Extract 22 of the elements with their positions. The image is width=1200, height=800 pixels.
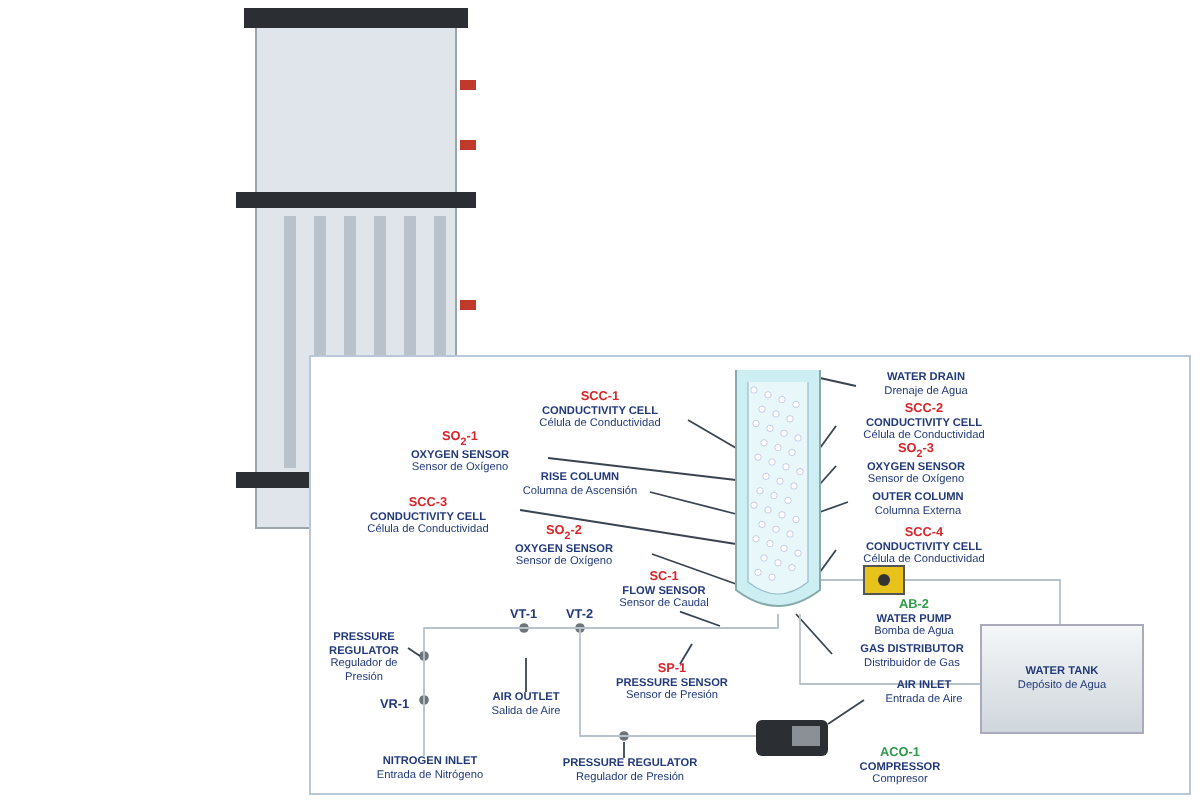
leader-line <box>623 741 625 759</box>
water-tank <box>980 624 1144 734</box>
leader-line <box>795 613 833 655</box>
leader-line <box>827 699 865 725</box>
leader-line <box>679 610 721 627</box>
leader-line <box>819 425 837 449</box>
leader-line <box>651 553 737 585</box>
leader-line <box>819 465 837 485</box>
leader-line <box>649 491 737 515</box>
leader-line <box>819 377 857 387</box>
pipe <box>819 579 865 581</box>
leader-line <box>819 549 837 573</box>
pipe <box>903 579 1061 625</box>
leader-line <box>525 657 527 693</box>
leader-line <box>547 457 737 481</box>
leader-line <box>679 643 693 665</box>
leader-line <box>519 509 737 545</box>
pipe <box>579 613 779 737</box>
leader-line <box>819 501 849 513</box>
pipe <box>799 613 981 685</box>
leader-line <box>687 419 737 449</box>
leader-line <box>407 647 421 657</box>
